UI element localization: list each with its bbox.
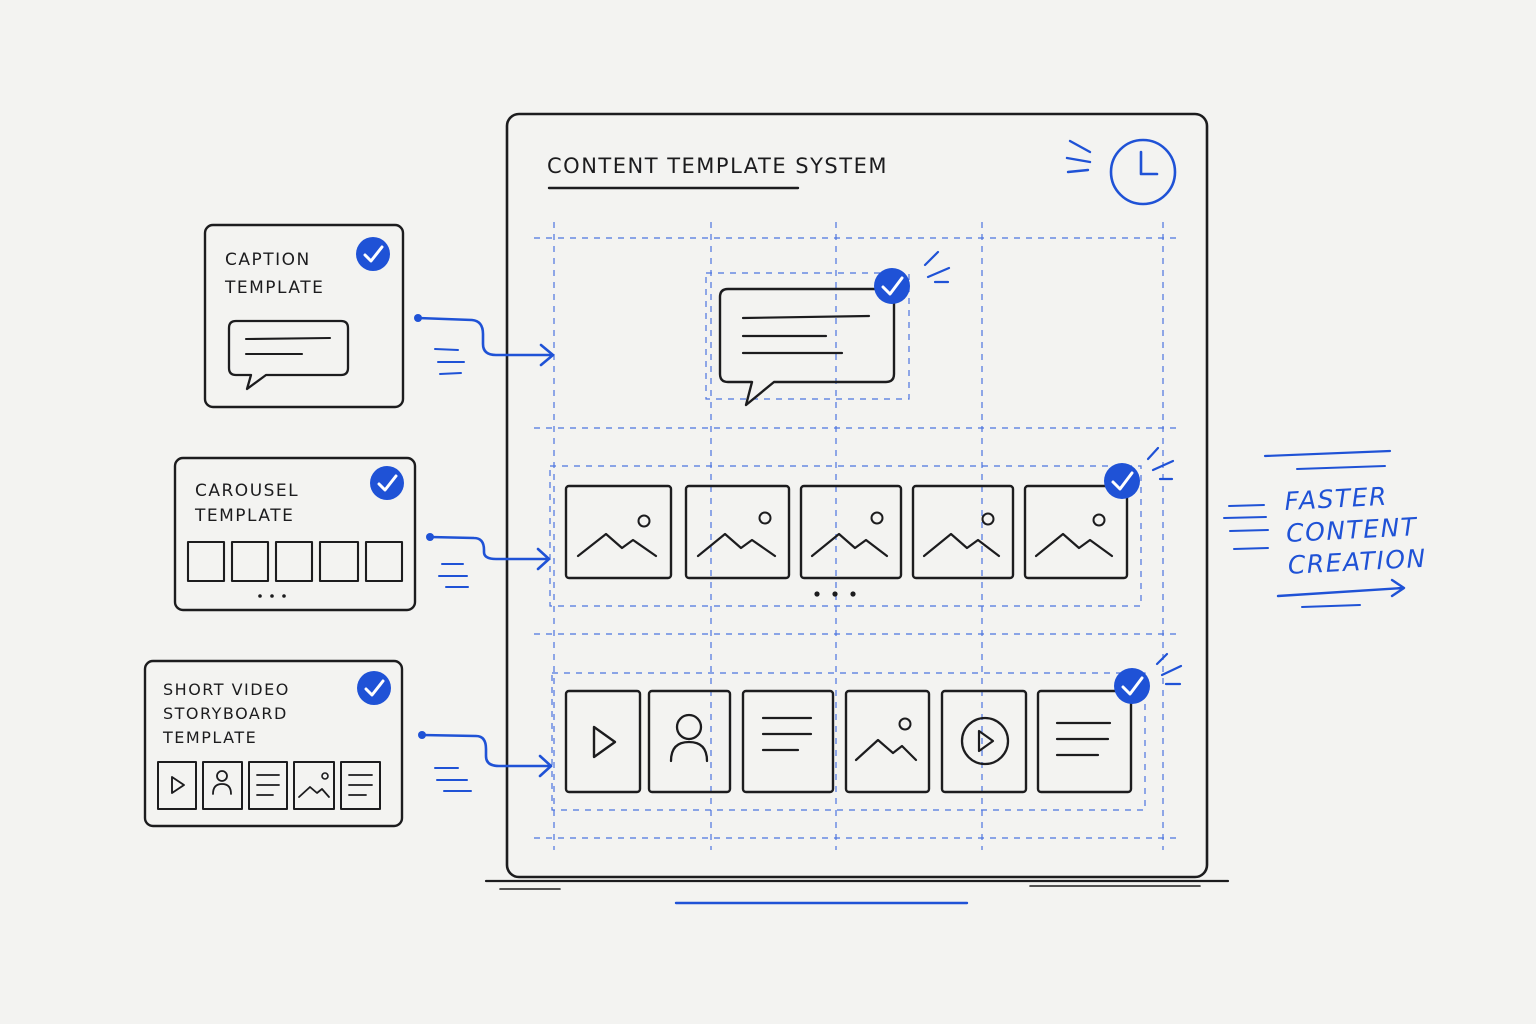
checkmark-icon (356, 237, 390, 271)
highlight-marks (923, 250, 951, 284)
benefit-text: FASTER (1284, 482, 1389, 516)
caption-template-label: TEMPLATE (224, 278, 324, 298)
benefit-text: CREATION (1287, 544, 1427, 580)
clock-icon (1065, 138, 1177, 206)
caption-slot (718, 250, 951, 407)
person-icon (647, 689, 732, 794)
video-storyboard-template-card: SHORT VIDEO STORYBOARD TEMPLATE (143, 659, 404, 828)
carousel-template-card: CAROUSEL TEMPLATE (173, 456, 417, 612)
caption-connector-arrow (414, 314, 555, 375)
video-template-label: TEMPLATE (162, 728, 257, 747)
image-icon (684, 484, 791, 580)
carousel-template-label: TEMPLATE (194, 506, 294, 526)
image-icon (799, 484, 903, 580)
panel-title: CONTENT TEMPLATE SYSTEM (547, 154, 888, 178)
faster-creation-callout: FASTER CONTENT CREATION (1223, 449, 1427, 608)
image-icon (1023, 484, 1129, 580)
video-template-label: STORYBOARD (163, 704, 288, 723)
highlight-marks (1155, 652, 1183, 686)
image-icon (564, 484, 673, 580)
image-icon (911, 484, 1015, 580)
carousel-connector-arrow (426, 533, 551, 588)
image-icon (844, 689, 931, 794)
checkmark-icon (370, 466, 404, 500)
checkmark-icon (357, 671, 391, 705)
main-panel (484, 112, 1230, 905)
highlight-marks (1146, 446, 1175, 481)
text-lines-icon (741, 689, 835, 794)
play-icon (564, 689, 642, 794)
checkmark-icon (874, 268, 910, 304)
video-template-label: SHORT VIDEO (163, 680, 290, 699)
checkmark-icon (1114, 668, 1150, 704)
chat-bubble-icon (718, 287, 896, 407)
chat-bubble-icon (227, 319, 350, 391)
caption-template-card: CAPTION TEMPLATE (203, 223, 405, 409)
play-icon (940, 689, 1028, 794)
checkmark-icon (1104, 463, 1140, 499)
benefit-text: CONTENT (1285, 512, 1418, 548)
storyboard-slot (564, 652, 1183, 794)
more-dots-icon (814, 591, 856, 597)
carousel-slot (564, 446, 1175, 597)
caption-template-label: CAPTION (225, 250, 311, 270)
video-connector-arrow (418, 731, 553, 792)
carousel-template-label: CAROUSEL (195, 481, 299, 501)
text-lines-icon (1036, 689, 1133, 794)
